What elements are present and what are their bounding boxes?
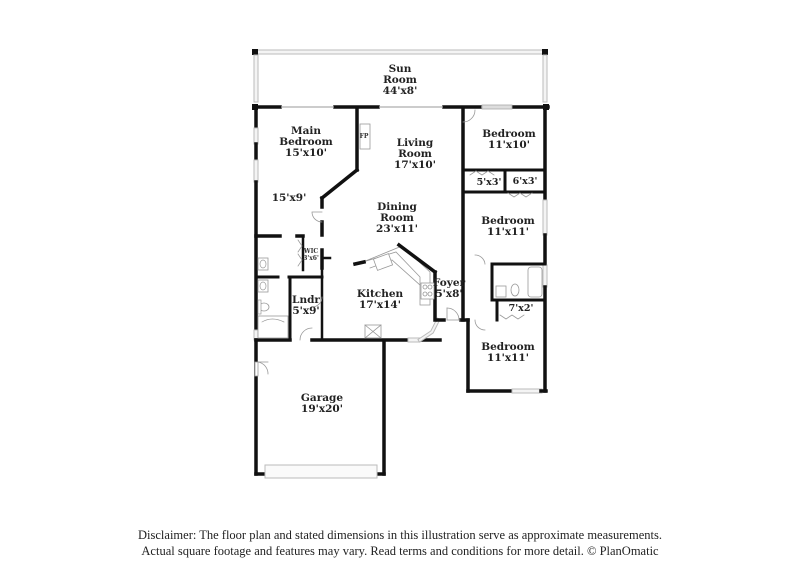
- room-label-wic: WIC 3'x6': [303, 248, 319, 262]
- laundry-name: Lndr: [292, 294, 320, 306]
- garage-name: Garage: [300, 392, 344, 404]
- room-label-sun-room: Sun Room 44'x8': [382, 63, 418, 98]
- bedroom-3-walls: [466, 318, 514, 393]
- room-label-bedroom-2: Bedroom 11'x11': [481, 215, 535, 239]
- sun-room-walls: [252, 49, 548, 103]
- kitchen-name: Kitchen: [356, 288, 404, 300]
- master-bath-walls: [254, 275, 324, 342]
- pantry-box: [364, 324, 382, 339]
- room-label-laundry: Lndr 5'x9': [292, 294, 320, 318]
- sun-room-dimensions: 44'x8': [382, 85, 418, 98]
- bedroom-2-dimensions: 11'x11': [487, 226, 529, 239]
- disclaimer: Disclaimer: The floor plan and stated di…: [0, 527, 800, 559]
- dining-room-dimensions: 23'x11': [376, 223, 418, 236]
- foyer-name: Foyer: [432, 277, 466, 289]
- living-room-dimensions: 17'x10': [394, 159, 436, 172]
- right-bedroom-walls: [461, 168, 547, 322]
- main-bedroom-alcove-dimensions: 15'x9': [271, 192, 307, 204]
- room-label-dining-room: Dining Room 23'x11': [376, 201, 418, 236]
- sun-room-name-line1: Sun: [388, 63, 412, 75]
- bedroom-3-name: Bedroom: [481, 341, 535, 353]
- garage-walls: [254, 340, 386, 476]
- disclaimer-line-1: Disclaimer: The floor plan and stated di…: [138, 528, 662, 542]
- kitchen-dimensions: 17'x14': [359, 299, 401, 312]
- room-label-main-bedroom: Main Bedroom 15'x10': [279, 125, 333, 160]
- foyer-walls: [433, 108, 470, 322]
- living-room-name-line1: Living: [396, 137, 434, 149]
- bedroom-1-name: Bedroom: [482, 128, 536, 140]
- bedroom-1-dimensions: 11'x10': [488, 139, 530, 152]
- laundry-dimensions: 5'x9': [292, 305, 320, 318]
- room-label-bedroom-3: Bedroom 11'x11': [481, 341, 535, 365]
- main-bedroom-name-line2: Bedroom: [279, 136, 333, 149]
- main-bedroom-dimensions: 15'x10': [285, 147, 327, 160]
- dining-room-name-line1: Dining: [377, 201, 417, 213]
- closet-2-dimensions: 6'x3': [512, 176, 538, 187]
- dining-room-name-line2: Room: [380, 212, 414, 225]
- kitchen-walls: [352, 242, 438, 275]
- right-exterior-wall: [542, 108, 548, 393]
- wic-walls: [301, 234, 332, 342]
- main-bedroom-name-line1: Main: [290, 125, 322, 137]
- front-door: [446, 307, 461, 321]
- kitchen-bay-window: [417, 317, 446, 343]
- fireplace-label: FP: [359, 133, 369, 140]
- garage-side-door: [254, 361, 269, 377]
- bedroom-3-dimensions: 11'x11': [487, 352, 529, 365]
- living-room-name-line2: Room: [398, 148, 432, 161]
- sun-room-name-line2: Room: [383, 74, 417, 87]
- disclaimer-line-2: Actual square footage and features may v…: [141, 544, 659, 558]
- room-label-kitchen: Kitchen 17'x14': [356, 288, 404, 312]
- wic-dimensions: 3'x6': [303, 254, 319, 262]
- closet-3-dimensions: 7'x2': [508, 303, 534, 314]
- room-label-garage: Garage 19'x20': [300, 392, 344, 416]
- foyer-dimensions: 5'x8': [435, 288, 463, 301]
- wic-name: WIC: [303, 248, 319, 255]
- closet-1-dimensions: 5'x3': [476, 177, 502, 188]
- bedroom-2-name: Bedroom: [481, 215, 535, 227]
- garage-dimensions: 19'x20': [301, 403, 343, 416]
- room-label-bedroom-1: Bedroom 11'x10': [482, 128, 536, 152]
- room-label-foyer: Foyer 5'x8': [432, 277, 466, 301]
- room-label-living-room: Living Room 17'x10': [394, 137, 436, 172]
- left-exterior-wall: [253, 108, 259, 476]
